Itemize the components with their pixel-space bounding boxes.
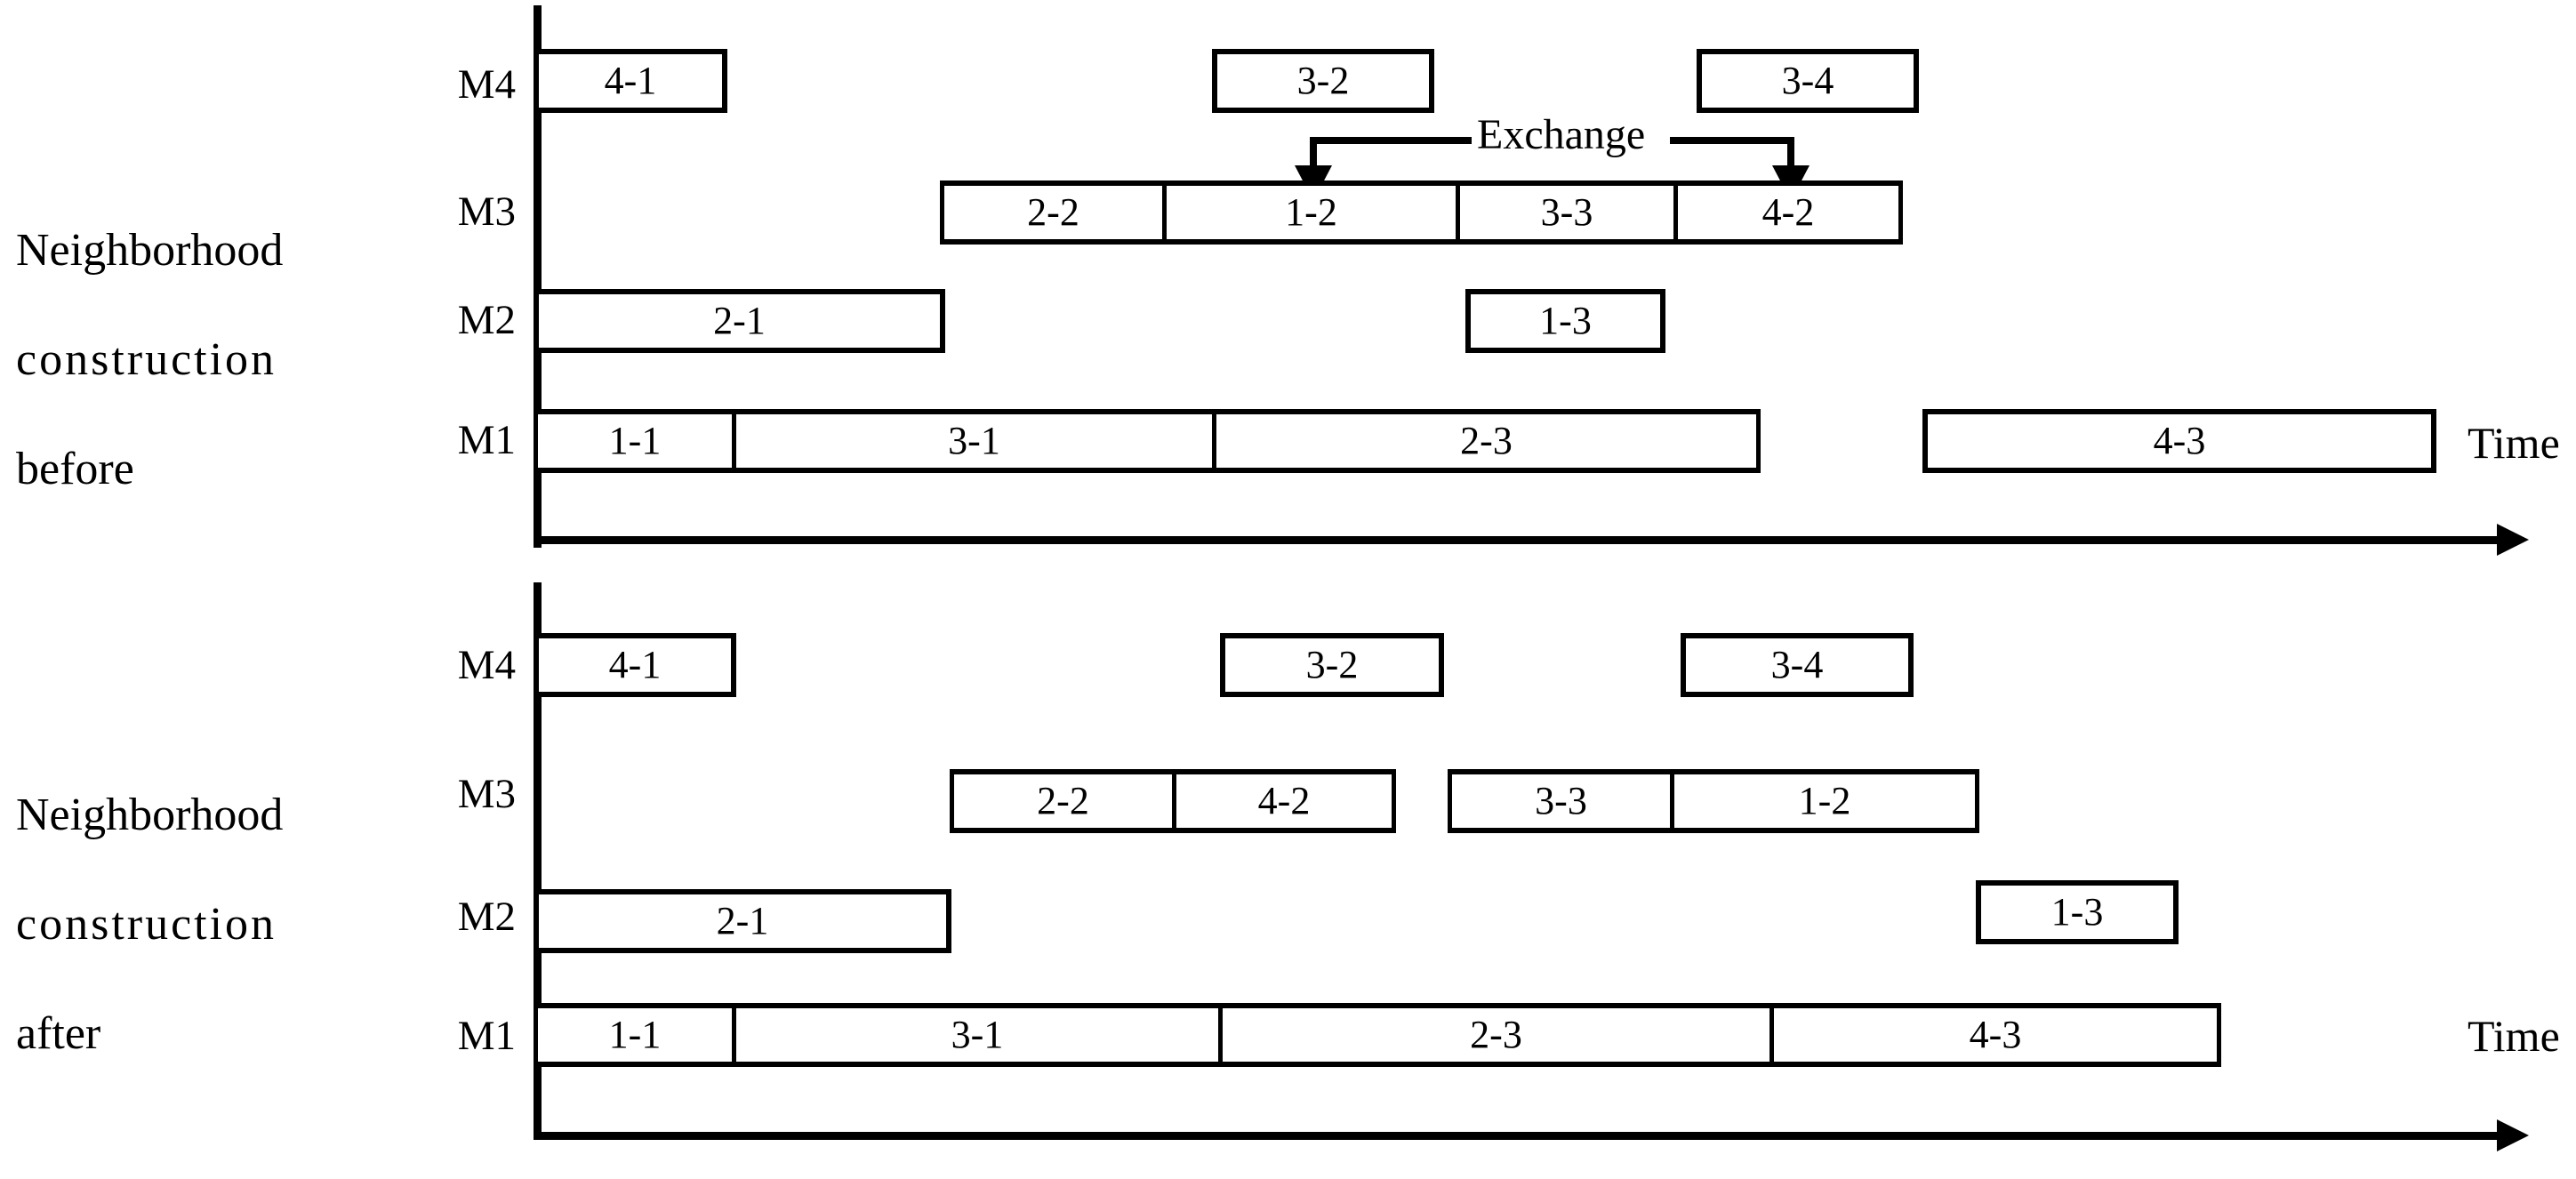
task-box: 1-3: [1465, 289, 1665, 353]
task-box: 3-1: [732, 409, 1216, 473]
task-box: 4-1: [534, 633, 736, 697]
row-label-m2-before: M2: [457, 297, 516, 343]
caption-line-1: Neighborhood: [16, 790, 284, 841]
task-box: 1-2: [1162, 180, 1460, 245]
row-label-m1-before: M1: [457, 417, 516, 463]
time-axis-before: [534, 536, 2499, 544]
task-box: 2-1: [534, 289, 945, 353]
row-label-m4-after: M4: [457, 642, 516, 688]
caption-line-2: construction: [16, 899, 277, 950]
task-box: 2-3: [1212, 409, 1761, 473]
time-axis-label-before: Time: [2468, 418, 2560, 468]
caption-line-2: construction: [16, 334, 277, 386]
task-box: 2-2: [950, 769, 1176, 833]
task-box: 3-4: [1681, 633, 1914, 697]
task-box: 3-2: [1212, 49, 1434, 113]
time-axis-arrowhead-after: [2497, 1119, 2529, 1151]
task-box: 4-2: [1172, 769, 1396, 833]
task-box: 3-2: [1220, 633, 1444, 697]
task-box: 2-2: [940, 180, 1167, 245]
exchange-stem-right: [1787, 137, 1794, 171]
task-box: 4-3: [1922, 409, 2436, 473]
row-label-m3-after: M3: [457, 771, 516, 817]
task-box: 4-1: [534, 49, 727, 113]
caption-line-3: after: [16, 1007, 101, 1059]
row-label-m4-before: M4: [457, 61, 516, 108]
task-box: 4-3: [1769, 1003, 2221, 1067]
caption-line-1: Neighborhood: [16, 225, 284, 277]
task-box: 1-1: [534, 1003, 736, 1067]
task-box: 1-2: [1670, 769, 1979, 833]
task-box: 1-1: [534, 409, 736, 473]
task-box: 2-3: [1218, 1003, 1774, 1067]
row-label-m2-after: M2: [457, 894, 516, 940]
exchange-connector-right: [1670, 137, 1794, 144]
task-box: 3-1: [732, 1003, 1223, 1067]
exchange-label: Exchange: [1472, 114, 1651, 156]
task-box: 1-3: [1976, 880, 2179, 944]
row-label-m1-after: M1: [457, 1013, 516, 1059]
panel-caption-before: Neighborhood construction before: [16, 169, 398, 551]
task-box: 3-4: [1697, 49, 1919, 113]
time-axis-label-after: Time: [2468, 1011, 2560, 1061]
panel-caption-after: Neighborhood construction after: [16, 734, 398, 1116]
exchange-connector-left: [1310, 137, 1479, 144]
row-label-m3-before: M3: [457, 188, 516, 235]
time-axis-arrowhead-before: [2497, 524, 2529, 556]
task-box: 3-3: [1456, 180, 1678, 245]
vertical-axis-before: [534, 5, 542, 548]
task-box: 4-2: [1673, 180, 1903, 245]
vertical-axis-after: [534, 582, 542, 1140]
task-box: 2-1: [534, 889, 951, 953]
exchange-stem-left: [1310, 137, 1317, 171]
caption-line-3: before: [16, 443, 134, 494]
task-box: 3-3: [1448, 769, 1674, 833]
time-axis-after: [534, 1132, 2499, 1140]
